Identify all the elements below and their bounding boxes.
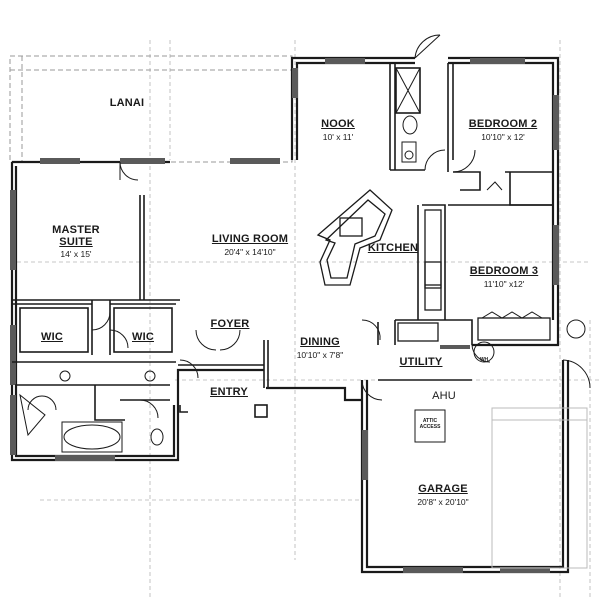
wic-left-name: WIC xyxy=(41,331,63,343)
master-name-line2: SUITE xyxy=(59,236,93,248)
bath-fixtures xyxy=(19,67,586,453)
dining-dims: 10'10" x 7'8" xyxy=(296,350,344,360)
interior-walls xyxy=(12,63,553,421)
ahu-label: AHU xyxy=(432,387,456,403)
attic-line2: ACCESS xyxy=(419,423,441,430)
kitchen-counters xyxy=(316,189,551,342)
bedroom-2-dims: 10'10" x 12' xyxy=(481,132,525,142)
dining-name: DINING xyxy=(300,336,340,348)
room-label-bedroom-2: BEDROOM 2 10'10" x 12' xyxy=(469,115,537,142)
living-room-name: LIVING ROOM xyxy=(211,233,289,245)
lanai-outline xyxy=(9,55,293,163)
room-label-utility: UTILITY xyxy=(400,353,443,369)
nook-dims: 10' x 11' xyxy=(322,132,354,142)
garage-dims: 20'8" x 20'10" xyxy=(417,497,469,507)
wall-hatching xyxy=(10,58,559,573)
room-label-entry: ENTRY xyxy=(210,383,248,399)
lanai-name: LANAI xyxy=(109,97,145,109)
room-label-living-room: LIVING ROOM 20'4" x 14'10" xyxy=(212,230,288,257)
wic-right-name: WIC xyxy=(132,331,154,343)
wh-text: WH xyxy=(479,357,489,363)
garage-name: GARAGE xyxy=(418,483,468,495)
kitchen-name: KITCHEN xyxy=(367,242,419,254)
room-label-lanai: LANAI xyxy=(110,94,145,110)
attic-access-label: ATTIC ACCESS xyxy=(419,418,441,430)
door-swings xyxy=(91,34,591,419)
room-label-garage: GARAGE 20'8" x 20'10" xyxy=(417,480,468,507)
nook-name: NOOK xyxy=(321,118,355,130)
room-label-wic-left: WIC xyxy=(41,328,63,344)
garage-door xyxy=(491,407,588,569)
bedroom-3-dims: 11'10" x12' xyxy=(483,279,525,289)
room-label-foyer: FOYER xyxy=(211,315,250,331)
room-label-nook: NOOK 10' x 11' xyxy=(321,115,355,142)
master-dims: 14' x 15' xyxy=(60,249,92,259)
room-label-bedroom-3: BEDROOM 3 11'10" x12' xyxy=(470,262,538,289)
room-label-kitchen: KITCHEN xyxy=(368,239,418,255)
utility-name: UTILITY xyxy=(399,356,443,368)
room-label-master-suite: MASTER SUITE 14' x 15' xyxy=(52,225,100,259)
foyer-name: FOYER xyxy=(210,318,250,330)
master-name-line1: MASTER xyxy=(52,224,100,236)
attic-line1: ATTIC xyxy=(422,418,438,424)
ahu-text: AHU xyxy=(432,390,456,402)
room-label-wic-right: WIC xyxy=(132,328,154,344)
wh-label: WH xyxy=(480,349,488,365)
bedroom-2-name: BEDROOM 2 xyxy=(468,118,538,130)
bifold-doors xyxy=(481,181,543,319)
bedroom-3-name: BEDROOM 3 xyxy=(469,265,539,277)
room-label-dining: DINING 10'10" x 7'8" xyxy=(297,333,344,360)
living-room-dims: 20'4" x 14'10" xyxy=(224,247,276,257)
entry-name: ENTRY xyxy=(210,386,248,398)
